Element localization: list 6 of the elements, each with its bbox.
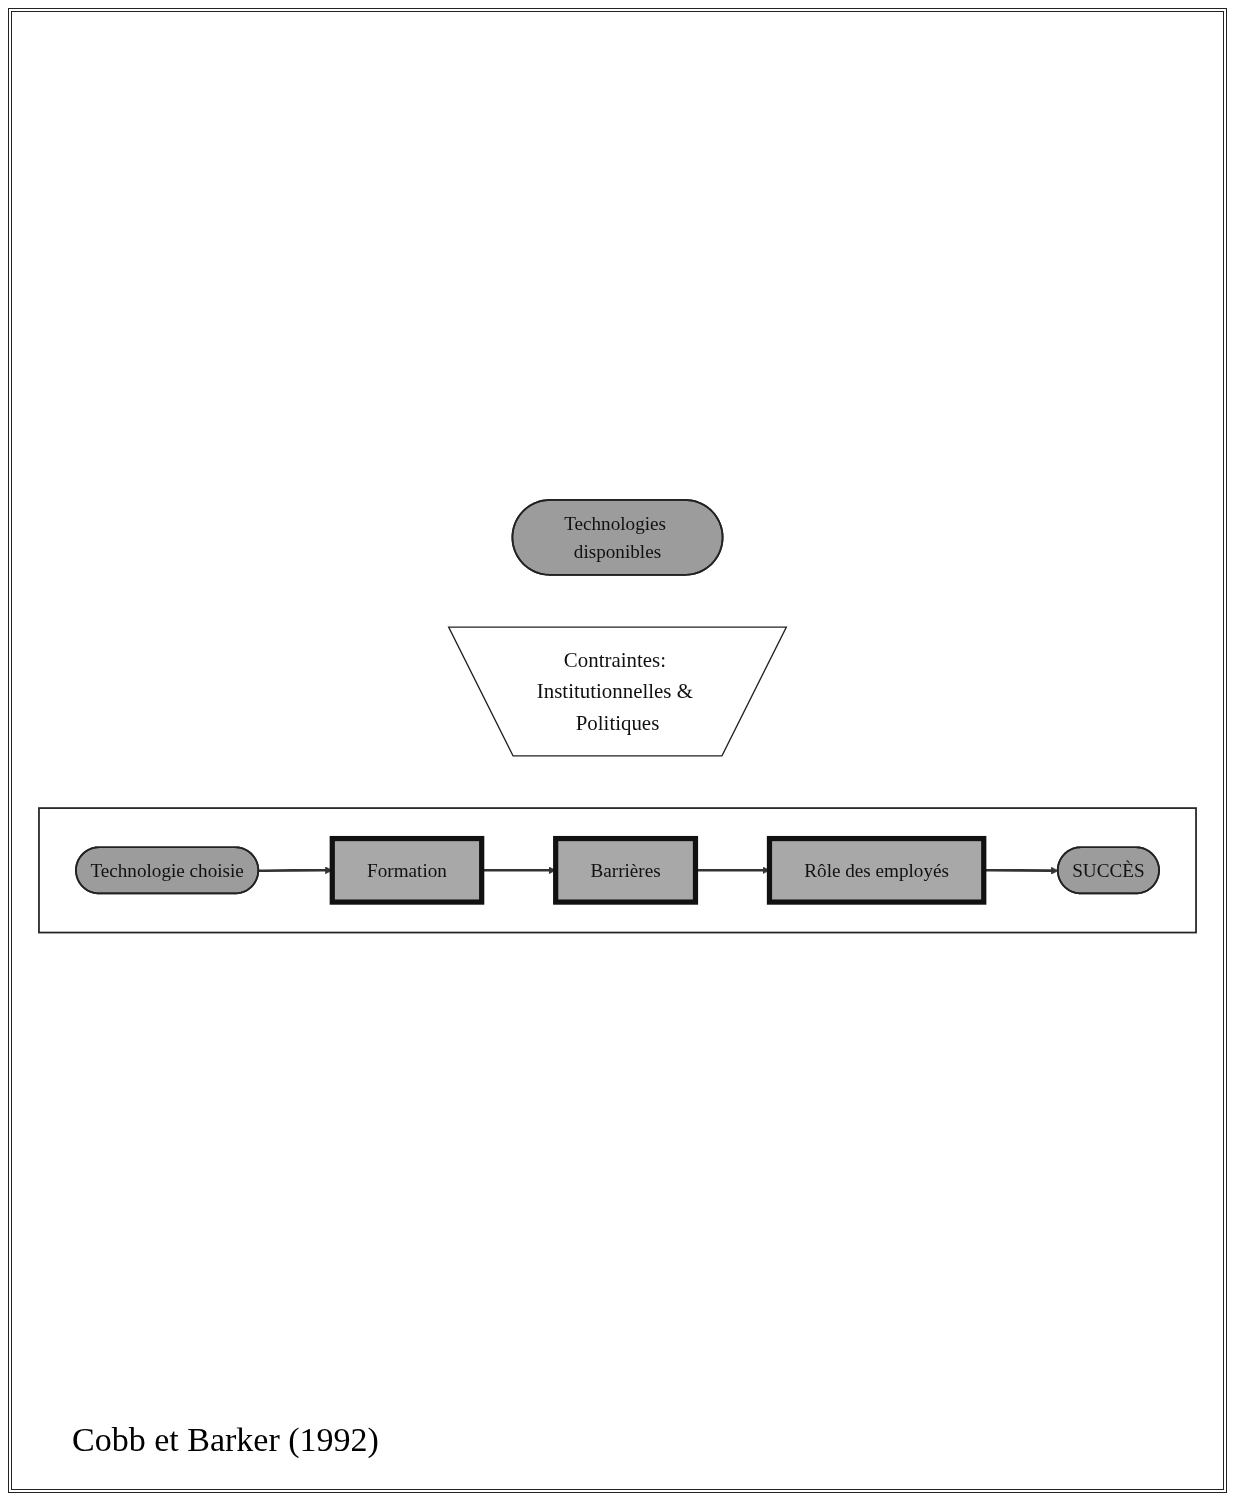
node-box bbox=[553, 836, 699, 905]
node-box bbox=[329, 836, 485, 905]
cluster bbox=[38, 807, 1197, 934]
page-border: Technologie choisie Formation Barrières Rôle des employés SUCCÈS Technologies disponibles Contraintes: Institutionnelles & Politiques Cobb et Barker (1992) bbox=[8, 8, 1227, 1493]
caption: Cobb et Barker (1992) bbox=[71, 1421, 380, 1460]
node-box bbox=[766, 836, 987, 905]
